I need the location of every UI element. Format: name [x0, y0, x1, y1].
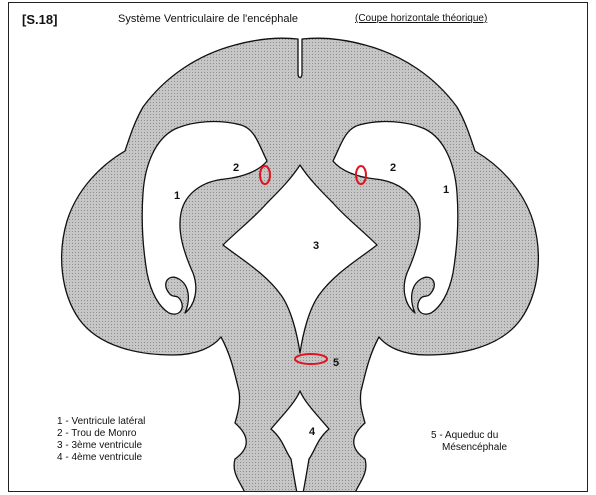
- legend-right: 5 - Aqueduc du Mésencéphale: [431, 430, 507, 454]
- legend-item-fourth-ventricle: 4 - 4ème ventricule: [57, 452, 145, 464]
- label-2-right: 2: [390, 162, 396, 174]
- legend-item-monro: 2 - Trou de Monro: [57, 428, 145, 440]
- label-5: 5: [333, 357, 339, 369]
- legend-left: 1 - Ventricule latéral 2 - Trou de Monro…: [57, 416, 145, 464]
- legend-item-third-ventricle: 3 - 3ème ventricule: [57, 440, 145, 452]
- figure-frame: [S.18] Système Ventriculaire de l'encéph…: [8, 2, 588, 492]
- label-1-left: 1: [174, 190, 180, 202]
- label-1-right: 1: [443, 184, 449, 196]
- label-3: 3: [313, 240, 319, 252]
- label-2-left: 2: [233, 162, 239, 174]
- legend-item-aqueduct: 5 - Aqueduc du: [431, 430, 507, 442]
- label-4: 4: [309, 426, 316, 438]
- legend-item-lateral-ventricle: 1 - Ventricule latéral: [57, 416, 145, 428]
- legend-item-mesencephalon: Mésencéphale: [431, 442, 507, 454]
